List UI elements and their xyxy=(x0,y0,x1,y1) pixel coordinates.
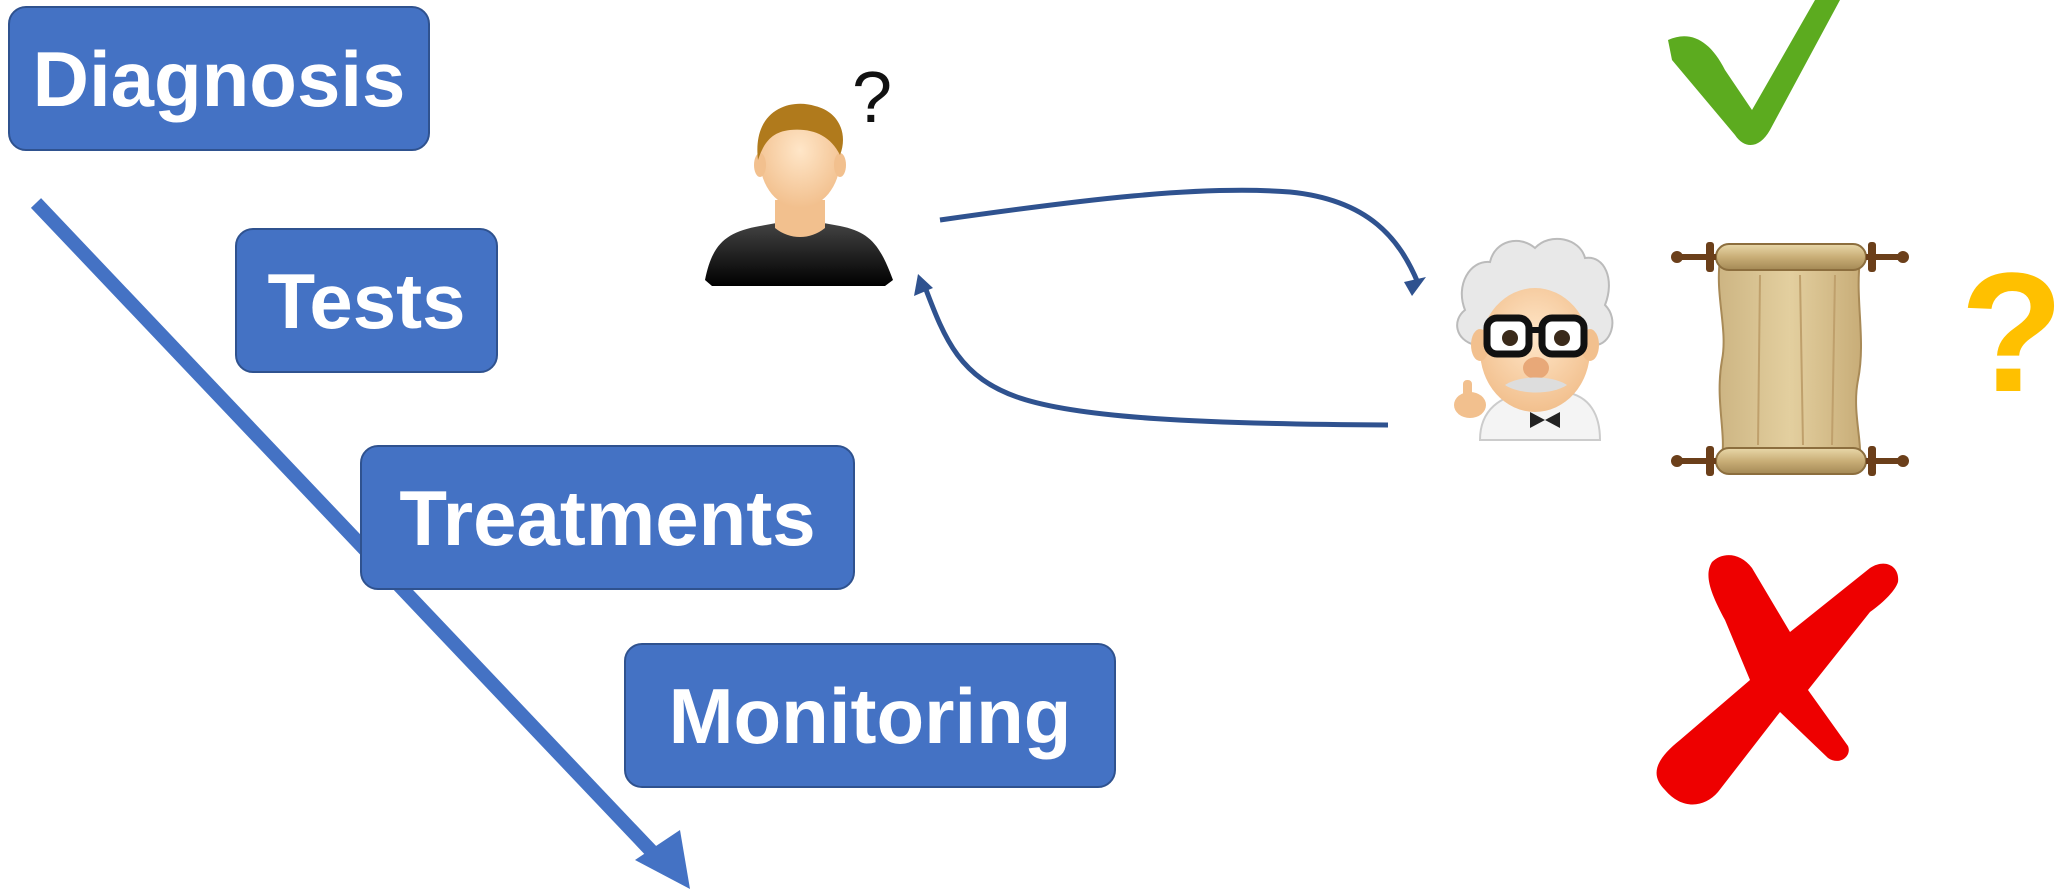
cross-icon xyxy=(1656,555,1899,805)
person-icon xyxy=(705,103,893,286)
step-treatments-label: Treatments xyxy=(399,473,816,562)
scroll-question-mark: ? xyxy=(1960,238,2060,428)
patient-question-mark: ? xyxy=(852,58,893,138)
step-monitoring: Monitoring xyxy=(624,643,1116,788)
step-diagnosis: Diagnosis xyxy=(8,6,430,151)
flow-arrow-to-patient xyxy=(914,274,1389,428)
scroll-icon xyxy=(1671,242,1909,476)
doctor-cartoon-icon xyxy=(1454,238,1614,441)
flow-arrow-to-doctor xyxy=(939,187,1426,296)
process-arrow xyxy=(30,198,690,889)
step-treatments: Treatments xyxy=(360,445,855,590)
checkmark-icon xyxy=(1668,0,1840,146)
step-tests: Tests xyxy=(235,228,498,373)
step-tests-label: Tests xyxy=(267,256,466,345)
step-diagnosis-label: Diagnosis xyxy=(32,34,406,123)
step-monitoring-label: Monitoring xyxy=(668,671,1072,760)
